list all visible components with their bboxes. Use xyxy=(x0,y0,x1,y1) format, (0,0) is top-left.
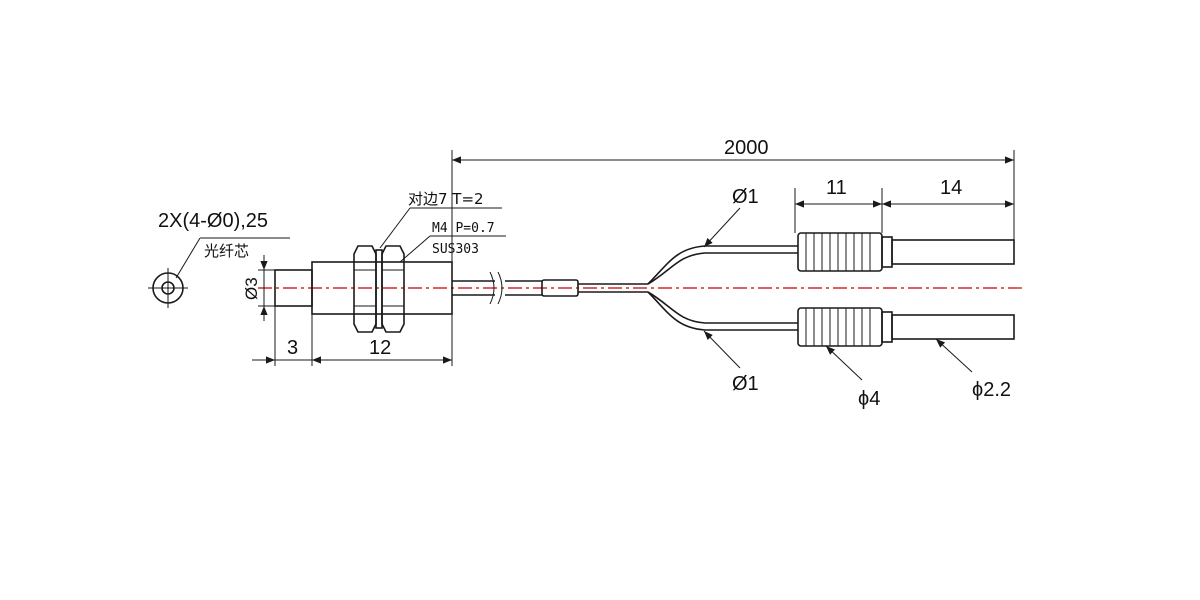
upper-fiber-dia-label: Ø1 xyxy=(732,186,759,208)
hex-nut-spec-label: 对边7 T=2 xyxy=(408,190,484,208)
nut-dia-leader xyxy=(825,345,863,381)
tip-length-label: 14 xyxy=(940,177,962,199)
tip-dia-leader xyxy=(935,338,973,373)
end-dimensions xyxy=(794,188,1014,233)
body-length-label: 12 xyxy=(369,337,391,359)
lower-fiber-leader xyxy=(703,330,741,369)
upper-fiber-leader xyxy=(703,207,741,248)
nut-length-label: 11 xyxy=(826,177,847,199)
head-end-view xyxy=(148,237,290,308)
material-label: SUS303 xyxy=(432,242,479,257)
total-length-label: 2000 xyxy=(724,137,769,159)
front-dimensions xyxy=(252,306,453,366)
overall-length-dimension xyxy=(451,150,1015,262)
tip-diameter-label: Ø3 xyxy=(242,277,261,300)
tip-diameter-dimension xyxy=(258,255,275,321)
tip-dia-label: ϕ2.2 xyxy=(972,379,1011,401)
lower-fiber-end xyxy=(797,307,1015,347)
thread-spec-label: M4 P=0.7 xyxy=(432,221,495,236)
nut-dia-label: ϕ4 xyxy=(858,388,880,410)
upper-fiber-end xyxy=(797,232,1015,272)
head-core-spec-label: 2X(4-Ø0),25 xyxy=(158,210,268,232)
fiber-core-label: 光纤芯 xyxy=(204,242,249,260)
tip-length-front-label: 3 xyxy=(287,337,298,359)
lower-fiber-dia-label: Ø1 xyxy=(732,373,759,395)
sensor-head xyxy=(274,245,503,333)
